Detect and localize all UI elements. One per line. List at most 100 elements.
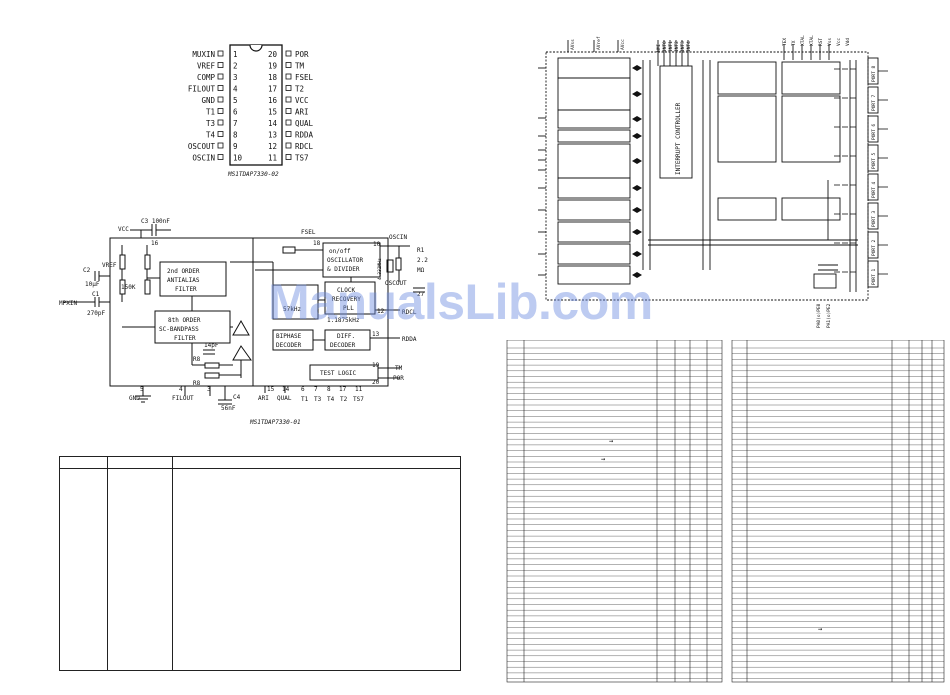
rdcl-label: RDCL (402, 309, 417, 316)
pin-number-right: 16 (268, 96, 278, 105)
diff-line1: DIFF. (337, 333, 355, 340)
pin7-label: 7 (314, 386, 318, 393)
r1-unit: MΩ (417, 267, 425, 274)
biphase-line1: BIPHASE (276, 333, 302, 340)
antialias-line1: 2nd ORDER (167, 268, 200, 275)
oscin-label: OSCIN (389, 234, 407, 241)
pin-name-right: VCC (295, 96, 309, 105)
ctrl-pin-label: XTAL (800, 35, 806, 46)
table-cell (59, 468, 108, 671)
bandpass-stage-block (272, 284, 319, 320)
pin-name-right: T2 (295, 85, 304, 94)
rdda-label: RDDA (402, 336, 417, 343)
tm-label: TM (395, 365, 403, 372)
pin-square (217, 50, 224, 57)
t4-label: T4 (327, 396, 335, 403)
pin-name-left: T3 (206, 119, 215, 128)
bus-arrow (632, 158, 637, 164)
bus-arrow (637, 272, 642, 278)
filout-label: FILOUT (172, 395, 194, 402)
gnd-label: GND (129, 395, 140, 402)
pin-number-left: 6 (233, 108, 238, 117)
interrupt-controller-label: INTERRUPT CONTROLLER (675, 102, 682, 175)
pin-number-right: 17 (268, 85, 277, 94)
pin5-label: 5 (140, 386, 144, 393)
bandpass-line3: FILTER (174, 335, 196, 342)
table-header-cell (107, 456, 173, 469)
ic-notch (249, 44, 263, 52)
pin-number-right: 12 (268, 142, 277, 151)
osc-line3: & DIVIDER (327, 266, 360, 273)
pin8-label: 8 (327, 386, 331, 393)
bus-arrow (637, 91, 642, 97)
port-label: PORT 1 (871, 268, 877, 285)
bus-arrow (637, 116, 642, 122)
pin-name-left: GND (201, 96, 215, 105)
arrow-mark: → (601, 455, 605, 463)
r1-label: R1 (417, 247, 425, 254)
table-frame (731, 340, 945, 683)
port-label: PORT 3 (871, 210, 877, 227)
bus-arrow (632, 133, 637, 139)
pin-name-left: T1 (206, 108, 215, 117)
clock-line1: CLOCK (337, 287, 355, 294)
xtal-label: 4.332MHz (377, 258, 383, 280)
table-header-cell (172, 456, 461, 469)
c1-value: 270pF (87, 310, 105, 317)
pin-square (285, 62, 292, 68)
bus-arrow (637, 185, 642, 191)
bus-arrow (632, 251, 637, 257)
pin18-label: 18 (313, 240, 321, 247)
pin-square (217, 142, 224, 149)
pin12-label: 12 (377, 308, 385, 315)
bus-arrow (637, 251, 642, 257)
c2-label: C2 (83, 267, 91, 274)
pin11-label: 11 (355, 386, 363, 393)
antialias-filter-block (159, 261, 227, 297)
pin-square (217, 119, 224, 126)
bus-arrow (637, 229, 642, 235)
bus-arrow (632, 229, 637, 235)
bus-arrow (632, 272, 637, 278)
pin-name-right: QUAL (295, 119, 314, 128)
pinout-caption: MS1TDAP7330-02 (227, 171, 279, 178)
bus-arrow (637, 207, 642, 213)
diff-line2: DECODER (330, 342, 356, 349)
pin19-label: 19 (372, 362, 380, 369)
port-label: PORT 4 (871, 181, 877, 198)
int-pin-label: INT2 (674, 41, 680, 52)
port-label: PORT 6 (871, 123, 877, 140)
osc-line1: on/off (329, 248, 351, 255)
table-frame (506, 340, 723, 683)
test-logic-block (309, 364, 379, 381)
ctrl-pin-label: Vss (827, 38, 833, 46)
pin-square (285, 108, 292, 114)
c3-label: C3 100nF (141, 218, 170, 225)
bus-arrow (632, 65, 637, 71)
pin-number-left: 5 (233, 96, 238, 105)
pin-number-right: 20 (268, 50, 278, 59)
clock-line2: RECOVERY (332, 296, 361, 303)
pin-name-right: TS7 (295, 154, 309, 163)
t3-label: T3 (314, 396, 322, 403)
pin-name-right: POR (295, 50, 309, 59)
pin-square (285, 154, 292, 160)
pin-number-left: 4 (233, 85, 238, 94)
bus-arrow (632, 116, 637, 122)
pin-number-left: 3 (233, 73, 238, 82)
c2-value: 10µF (85, 281, 100, 288)
port-label: PORT 5 (871, 152, 877, 169)
port-label: PORT 7 (871, 94, 877, 111)
pin-name-right: RDCL (295, 142, 314, 151)
bus-arrow (632, 91, 637, 97)
pin14-label: 14 (282, 386, 290, 393)
pin-name-left: VREF (197, 62, 216, 71)
pin-number-right: 19 (268, 62, 277, 71)
port-label: PORT 2 (871, 239, 877, 256)
bus-arrow (632, 207, 637, 213)
c14pf-label: 14pF (204, 342, 219, 349)
pin-square (217, 131, 224, 137)
int-pin-label: INT4 (686, 41, 692, 52)
ctrl-pin-label: TEX (782, 38, 788, 46)
bus-arrow (637, 65, 642, 71)
